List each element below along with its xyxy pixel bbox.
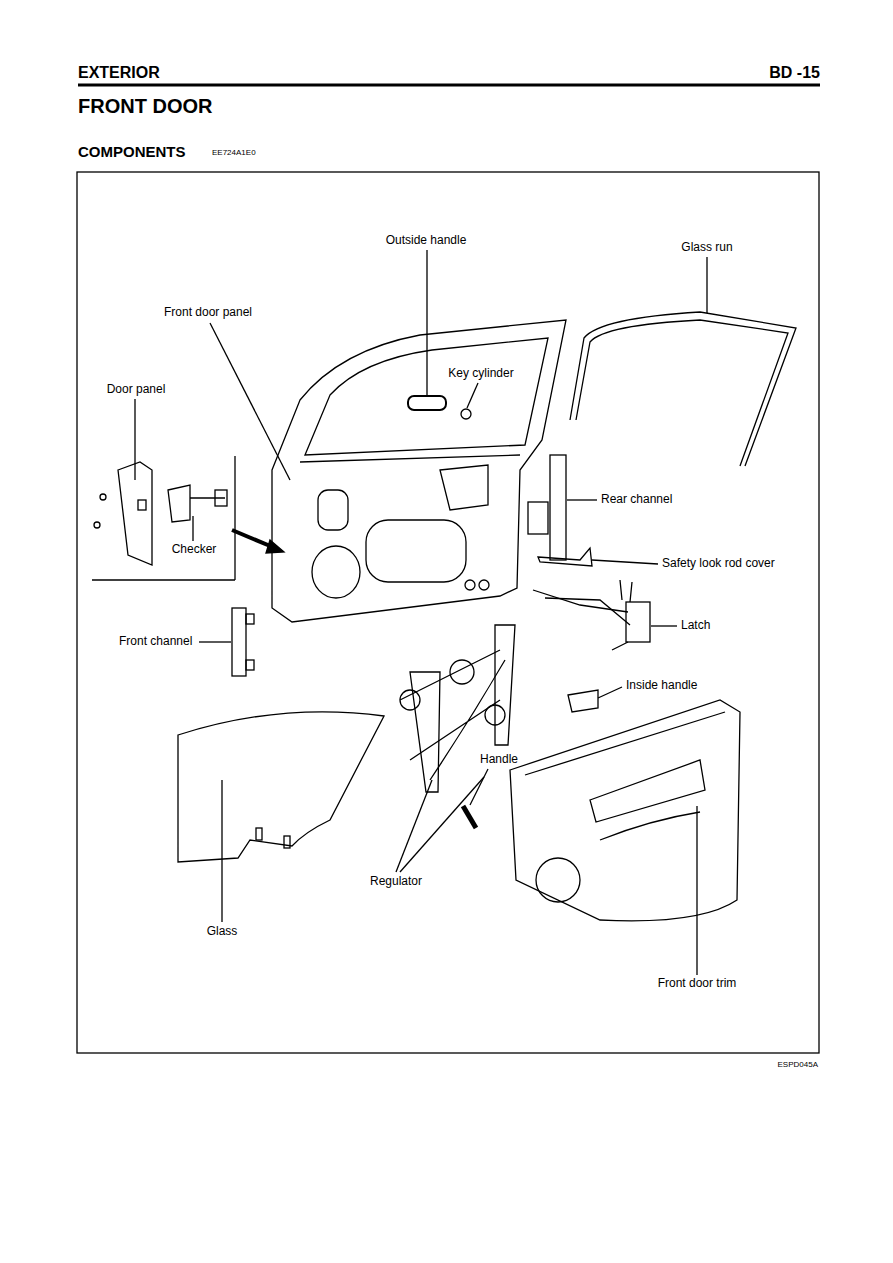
part-label: Glass run <box>681 241 732 255</box>
part-label: Front channel <box>119 635 192 649</box>
part-label: Front door panel <box>164 306 252 320</box>
part-label: Inside handle <box>626 679 697 693</box>
page-title: FRONT DOOR <box>78 95 212 118</box>
part-label: Rear channel <box>601 493 672 507</box>
part-label: Safety look rod cover <box>662 557 775 571</box>
part-label: Regulator <box>370 875 422 889</box>
header-text: ESPD045A <box>778 1060 818 1069</box>
header-text: COMPONENTS <box>78 143 186 160</box>
header-text: EXTERIOR <box>78 64 160 82</box>
part-label: Door panel <box>107 383 166 397</box>
header-text: BD -15 <box>769 64 820 82</box>
part-label: Checker <box>172 543 217 557</box>
part-label: Handle <box>480 753 518 767</box>
header-text: EE724A1E0 <box>212 148 256 157</box>
part-label: Outside handle <box>386 234 467 248</box>
part-label: Key cylinder <box>448 367 513 381</box>
part-label: Latch <box>681 619 710 633</box>
part-label: Glass <box>207 925 238 939</box>
part-label: Front door trim <box>658 977 737 991</box>
